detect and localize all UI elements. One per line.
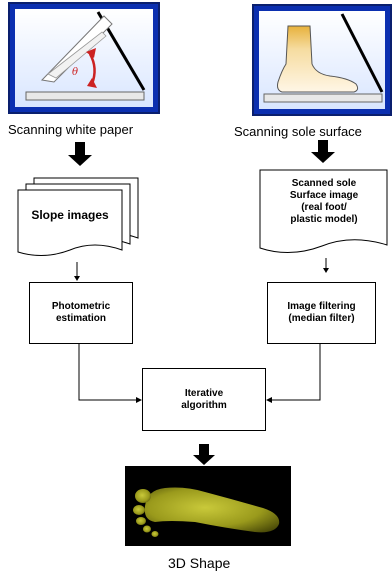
scanned-sole-line-2: Surface image xyxy=(289,190,359,201)
sole-scan-illustration xyxy=(252,4,392,116)
bold-arrow-bottom xyxy=(193,444,215,465)
slope-images-document-stack xyxy=(17,177,139,256)
iterative-line-2: algorithm xyxy=(181,399,227,411)
image-filtering-box: Image filtering (median filter) xyxy=(267,282,376,344)
theta-symbol: θ xyxy=(72,67,79,78)
scanned-sole-line-3: (real foot/ xyxy=(301,202,347,213)
scanned-sole-line-4: plastic model) xyxy=(290,214,358,225)
scanning-white-paper-caption: Scanning white paper xyxy=(8,122,134,137)
image-filtering-line-1: Image filtering xyxy=(287,301,356,312)
white-paper-scan-illustration: θ xyxy=(8,2,160,114)
scanned-sole-line-1: Scanned sole xyxy=(291,178,357,189)
scanned-sole-document xyxy=(259,169,388,254)
image-filtering-line-2: (median filter) xyxy=(288,313,355,324)
scanned-sole-label: Scanned sole Surface image (real foot/ p… xyxy=(262,178,386,226)
iterative-line-1: Iterative xyxy=(184,387,224,399)
3d-shape-caption: 3D Shape xyxy=(168,555,231,571)
bold-arrow-right-top xyxy=(311,140,335,163)
photometric-line-1: Photometric xyxy=(51,301,111,312)
scanning-sole-surface-caption: Scanning sole surface xyxy=(234,124,362,139)
photometric-line-2: estimation xyxy=(55,313,106,324)
3d-shape-image xyxy=(125,466,291,546)
slope-images-label: Slope images xyxy=(31,208,109,222)
iterative-algorithm-box: Iterative algorithm xyxy=(142,368,266,431)
photometric-estimation-box: Photometric estimation xyxy=(29,282,133,344)
bold-arrow-left-top xyxy=(68,142,92,166)
